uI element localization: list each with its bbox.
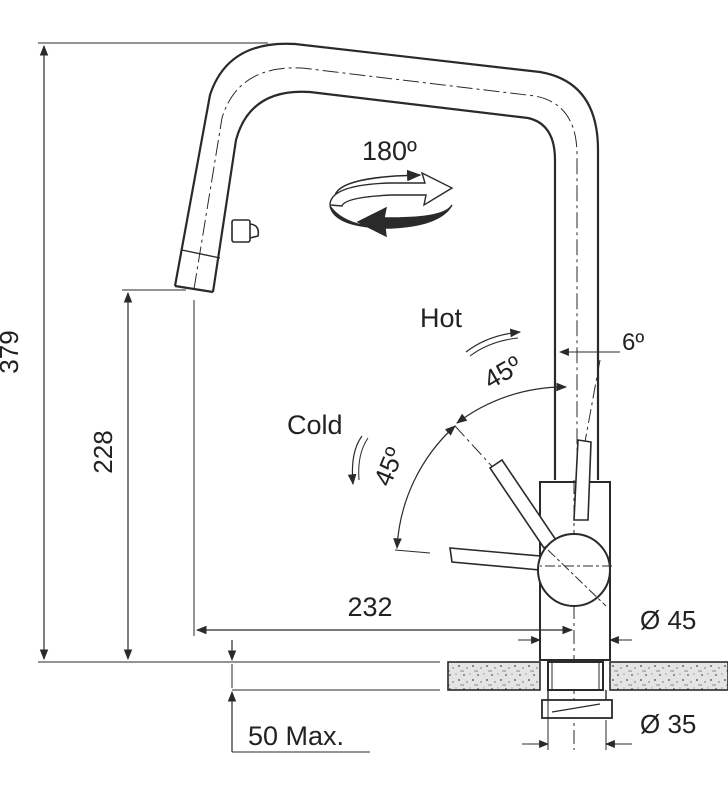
- height-379-dimension: 379: [0, 42, 440, 663]
- diameter-35-label: Ø 35: [640, 709, 696, 739]
- diameter-45-label: Ø 45: [640, 605, 696, 635]
- cold-label: Cold: [287, 410, 343, 440]
- height-228-label: 228: [88, 430, 118, 473]
- height-379-label: 379: [0, 330, 24, 373]
- thickness-50-label: 50 Max.: [248, 721, 344, 751]
- diameter-45-dimension: Ø 45: [518, 605, 696, 644]
- cold-angle-label: 45º: [368, 443, 410, 490]
- height-228-dimension: 228: [88, 289, 186, 661]
- thickness-50-dimension: 50 Max.: [227, 640, 440, 753]
- reach-232-dimension: 232: [193, 300, 574, 636]
- rotation-180-label: 180º: [362, 136, 417, 166]
- diameter-35-dimension: Ø 35: [522, 700, 696, 750]
- cold-arrow-icon: [347, 435, 363, 486]
- countertop: [447, 661, 728, 719]
- faucet-spout: [173, 42, 600, 480]
- faucet-body: [449, 439, 612, 750]
- rotation-180-symbol: 180º: [329, 136, 454, 238]
- cold-indicator: Cold: [287, 410, 369, 486]
- hot-indicator: Hot: [420, 303, 522, 357]
- rotation-arrow-icon: [334, 169, 422, 197]
- reach-232-label: 232: [347, 592, 392, 622]
- tilt-6-label: 6º: [622, 329, 644, 356]
- hot-angle-label: 45º: [478, 349, 527, 394]
- hot-label: Hot: [420, 303, 463, 333]
- tilt-6-indicator: 6º: [559, 329, 644, 481]
- hot-arrow-icon: [465, 328, 522, 353]
